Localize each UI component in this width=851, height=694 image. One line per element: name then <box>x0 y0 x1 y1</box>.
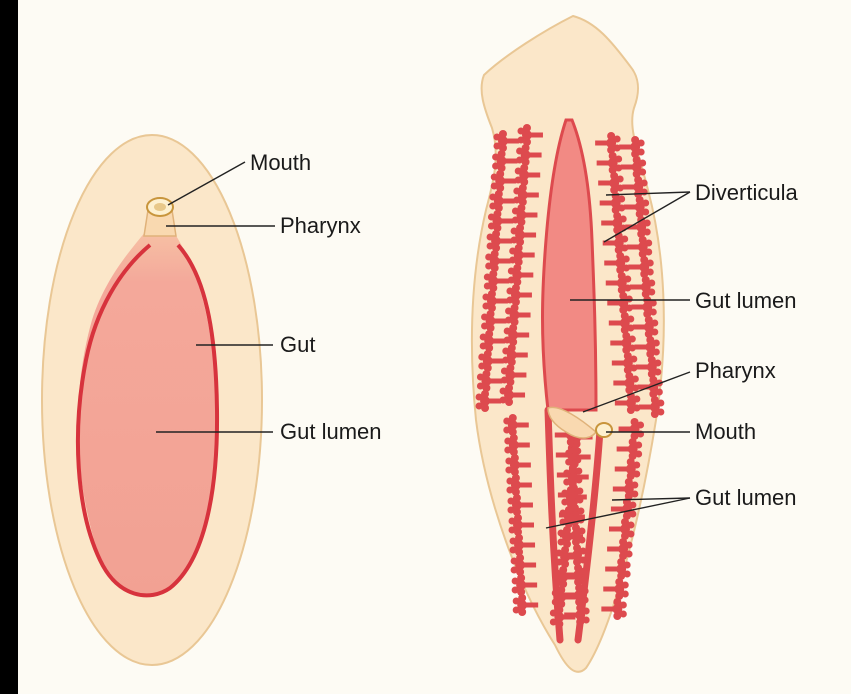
label-right-pharynx: Pharynx <box>695 360 776 382</box>
label-left-gut-lumen: Gut lumen <box>280 421 382 443</box>
right-mouth-ring <box>596 423 612 437</box>
left-organism <box>42 135 262 665</box>
label-right-gut-lumen-top: Gut lumen <box>695 290 797 312</box>
label-left-pharynx: Pharynx <box>280 215 361 237</box>
label-left-mouth: Mouth <box>250 152 311 174</box>
label-right-diverticula: Diverticula <box>695 182 798 204</box>
label-left-gut: Gut <box>280 334 315 356</box>
left-mouth-opening <box>154 203 166 211</box>
label-right-mouth: Mouth <box>695 421 756 443</box>
label-right-gut-lumen-bottom: Gut lumen <box>695 487 797 509</box>
